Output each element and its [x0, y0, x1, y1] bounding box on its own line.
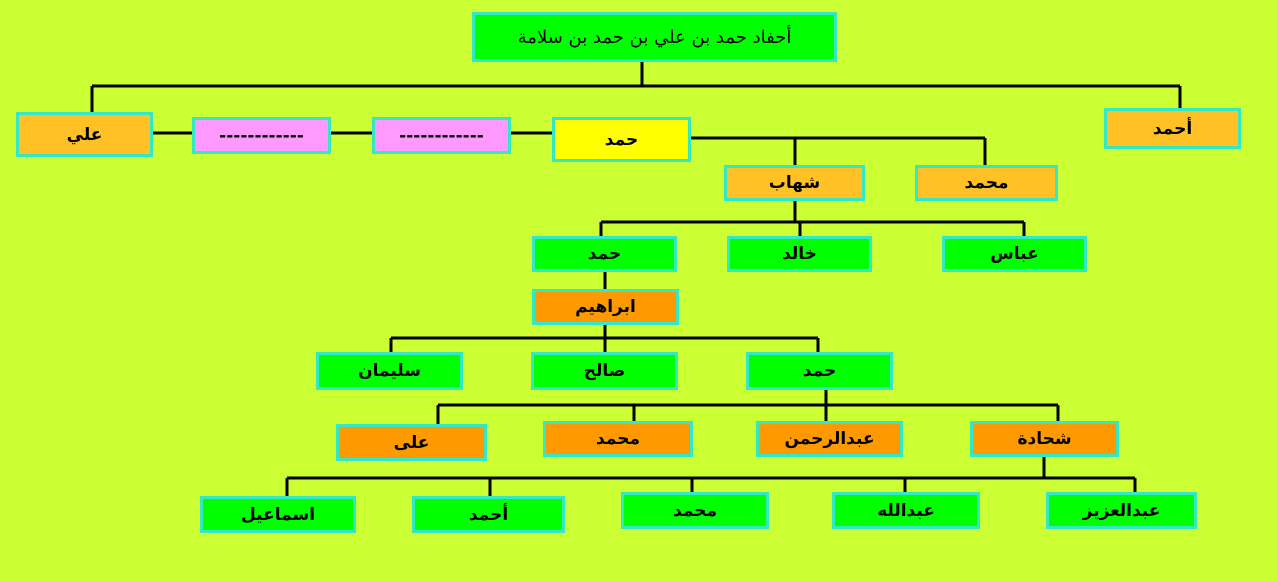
node-ali-top: علي: [16, 112, 153, 157]
node-mohammed-2: محمد: [543, 421, 693, 457]
tree-title: أحفاد حمد بن علي بن حمد بن سلامة: [472, 12, 837, 62]
node-shihab: شهاب: [724, 165, 865, 201]
node-khalid: خالد: [727, 236, 872, 272]
node-placeholder-2: ------------: [372, 117, 511, 154]
node-placeholder-1: ------------: [192, 117, 331, 154]
node-abdulrahman: عبدالرحمن: [756, 421, 903, 457]
node-ali-2: على: [336, 424, 487, 461]
node-saleh: صالح: [531, 352, 678, 390]
node-mohammed-3: محمد: [621, 492, 769, 529]
node-ismail: اسماعيل: [200, 496, 356, 533]
node-hamad-1: حمد: [552, 117, 691, 162]
node-sulaiman: سليمان: [316, 352, 463, 390]
node-hamad-2: حمد: [532, 236, 677, 272]
node-ibrahim: ابراهيم: [532, 289, 679, 325]
node-ahmad-top: أحمد: [1104, 108, 1241, 149]
node-shahada: شحادة: [970, 421, 1119, 457]
node-mohammed-1: محمد: [915, 165, 1058, 201]
node-abbas: عباس: [942, 236, 1087, 272]
node-abdullah: عبدالله: [832, 492, 980, 529]
node-hamad-3: حمد: [746, 352, 893, 390]
node-ahmad-2: أحمد: [412, 496, 565, 533]
node-abdulaziz: عبدالعزيز: [1046, 492, 1197, 529]
